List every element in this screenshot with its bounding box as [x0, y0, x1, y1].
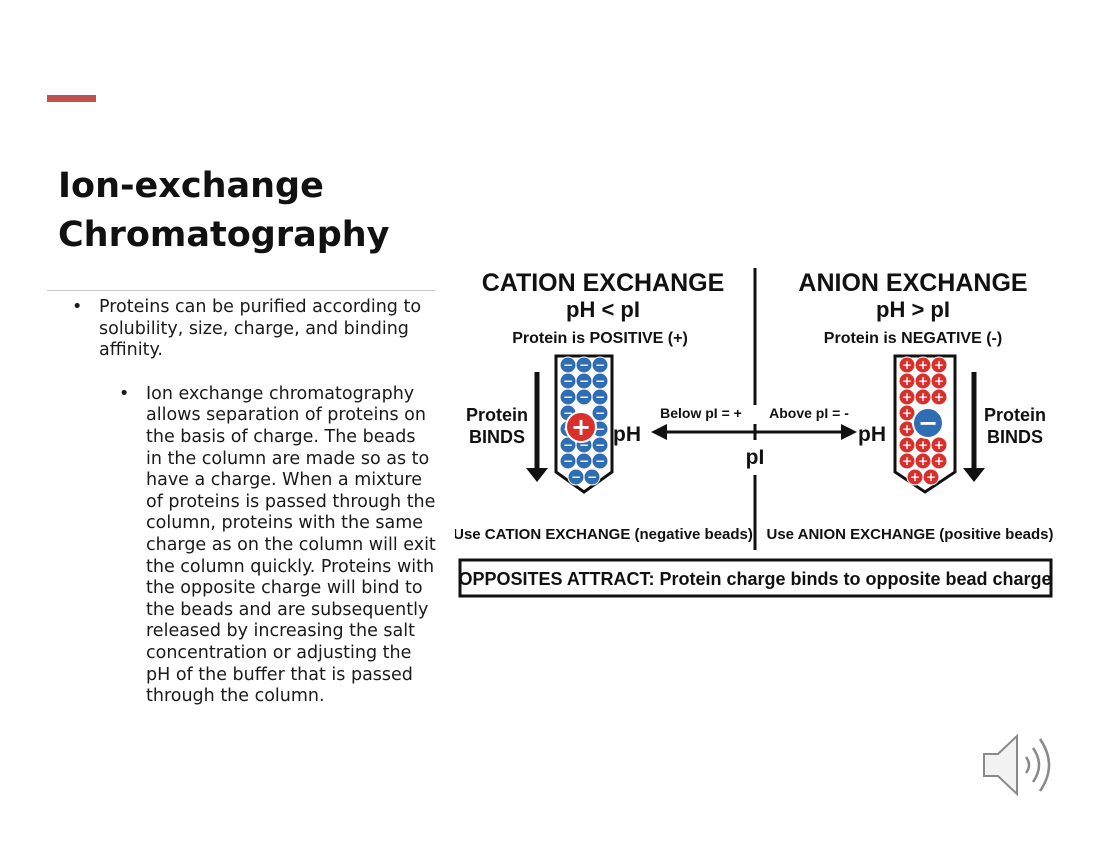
negative-bead-sign: − [595, 358, 605, 372]
negative-bead-sign: − [595, 406, 605, 420]
positive-bead-sign: + [918, 358, 928, 372]
title-accent-bar [47, 95, 96, 102]
title-line-1: Ion-exchange [58, 166, 324, 206]
positive-bead-sign: + [902, 454, 912, 468]
below-pi-label: Below pI = + [660, 405, 742, 421]
ph-axis-right-head [841, 424, 857, 440]
positive-bead-sign: + [934, 390, 944, 404]
diagram-svg: CATION EXCHANGE pH < pI Protein is POSIT… [455, 268, 1054, 598]
positive-bead-sign: + [910, 470, 920, 484]
negative-protein-sign: − [918, 409, 938, 437]
positive-bead-sign: + [902, 374, 912, 388]
positive-bead-sign: + [902, 390, 912, 404]
positive-bead-sign: + [902, 438, 912, 452]
bullet-dot: • [72, 297, 83, 317]
negative-bead-sign: − [579, 358, 589, 372]
positive-protein-sign: + [571, 413, 591, 441]
anion-protein-charge: Protein is NEGATIVE (-) [824, 330, 1002, 347]
negative-bead-sign: − [579, 374, 589, 388]
bullet-text-2: Ion exchange chromatography allows separ… [146, 383, 436, 707]
bullet-item-1: • Proteins can be purified according to … [72, 297, 432, 362]
negative-bead [583, 468, 601, 486]
ion-exchange-diagram: CATION EXCHANGE pH < pI Protein is POSIT… [455, 260, 1060, 605]
positive-bead-sign: + [934, 454, 944, 468]
positive-bead-sign: + [926, 470, 936, 484]
positive-protein-circle [565, 411, 597, 443]
positive-bead-sign: + [918, 454, 928, 468]
positive-bead [930, 452, 948, 470]
cation-title: CATION EXCHANGE [482, 269, 725, 297]
positive-bead-sign: + [902, 358, 912, 372]
negative-bead-sign: − [563, 374, 573, 388]
negative-bead-sign: − [579, 438, 589, 452]
positive-bead-sign: + [918, 374, 928, 388]
ph-label-left: pH [613, 423, 641, 446]
positive-bead [930, 388, 948, 406]
negative-bead [591, 452, 609, 470]
bullet-list: • Proteins can be purified according to … [72, 297, 436, 708]
ph-label-right: pH [858, 423, 886, 446]
left-binds-word2: BINDS [469, 427, 525, 447]
bullet-item-2: • Ion exchange chromatography allows sep… [119, 384, 436, 708]
negative-bead-sign: − [595, 438, 605, 452]
right-binds-word1: Protein [984, 405, 1046, 425]
cation-condition: pH < pI [566, 297, 640, 322]
negative-bead-sign: − [595, 374, 605, 388]
bullet-dot: • [119, 383, 130, 404]
ph-axis-left-head [651, 424, 667, 440]
above-pi-label: Above pI = - [769, 405, 849, 421]
speaker-audio-icon[interactable] [980, 730, 1068, 800]
negative-bead-sign: − [587, 470, 597, 484]
positive-bead-sign: + [902, 422, 912, 436]
negative-bead-sign: − [579, 454, 589, 468]
left-binds-word1: Protein [466, 405, 528, 425]
bullet-text-1: Proteins can be purified according to so… [99, 297, 422, 361]
positive-bead-sign: + [902, 406, 912, 420]
speaker-svg [983, 733, 1051, 797]
left-down-arrow-head [526, 468, 548, 482]
negative-beads-group: −−−−−−−−−−−−−−−−−−−−− [559, 356, 609, 486]
positive-bead-sign: + [934, 438, 944, 452]
positive-bead [922, 468, 940, 486]
opposites-box [458, 558, 1053, 598]
negative-bead-sign: − [563, 390, 573, 404]
negative-bead-sign: − [563, 438, 573, 452]
right-down-arrow-head [963, 468, 985, 482]
positive-beads-group: + + + + + + + + + + + + + + + + + + + [898, 356, 948, 486]
cation-use-label: Use CATION EXCHANGE (negative beads) [455, 526, 753, 543]
negative-bead-sign: − [563, 406, 573, 420]
negative-bead-sign: − [579, 390, 589, 404]
positive-bead-sign: + [918, 438, 928, 452]
negative-bead-sign: − [595, 454, 605, 468]
cation-protein-charge: Protein is POSITIVE (+) [512, 330, 688, 347]
anion-title: ANION EXCHANGE [798, 269, 1027, 297]
negative-protein-circle [912, 407, 944, 439]
right-binds-word2: BINDS [987, 427, 1043, 447]
positive-bead-sign: + [934, 358, 944, 372]
slide-title: Ion-exchange Chromatography [58, 162, 438, 260]
positive-bead-sign: + [918, 390, 928, 404]
title-divider [47, 290, 435, 291]
negative-bead-sign: − [595, 422, 605, 436]
opposites-text: OPPOSITES ATTRACT: Protein charge binds … [458, 569, 1051, 589]
pi-label: pI [746, 446, 765, 469]
anion-use-label: Use ANION EXCHANGE (positive beads) [767, 526, 1054, 543]
negative-bead-sign: − [595, 390, 605, 404]
negative-bead-sign: − [571, 470, 581, 484]
title-line-2: Chromatography [58, 215, 390, 255]
negative-bead-sign: − [563, 358, 573, 372]
negative-bead-sign: − [563, 454, 573, 468]
positive-bead-sign: + [934, 374, 944, 388]
anion-condition: pH > pI [876, 297, 950, 322]
